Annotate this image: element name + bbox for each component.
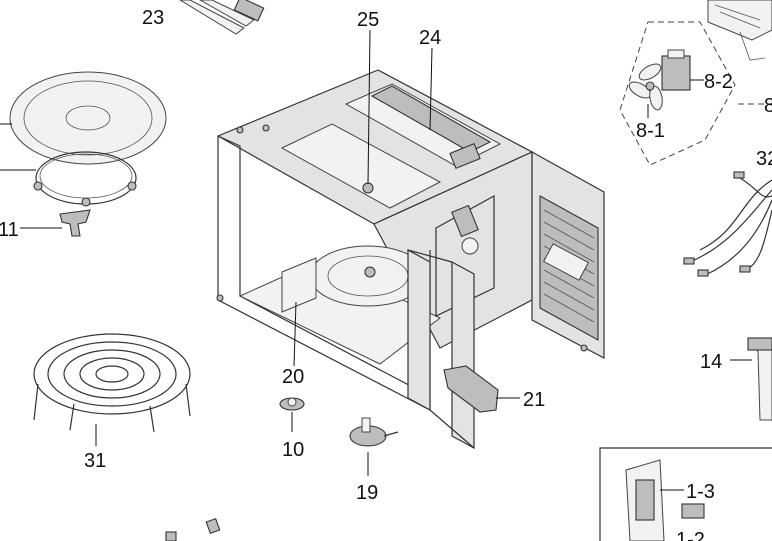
label-20: 20	[282, 366, 304, 388]
part-19-motor	[349, 417, 399, 476]
bottom-small-parts	[165, 517, 221, 541]
label-23: 23	[142, 7, 164, 29]
label-25: 25	[357, 9, 379, 31]
label-8-1: 8-1	[636, 120, 665, 142]
part-10-thermostat	[279, 397, 305, 432]
label-10: 10	[282, 439, 304, 461]
part-32-harness	[683, 171, 772, 277]
label-8: 8	[764, 95, 772, 117]
label-21: 21	[523, 389, 545, 411]
label-19: 19	[356, 482, 378, 504]
label-11: 11	[0, 219, 19, 241]
fan-blade	[628, 63, 663, 111]
part-11-coupler	[20, 209, 91, 237]
label-31: 31	[84, 450, 106, 472]
label-24: 24	[419, 27, 441, 49]
part-labels: 23 25 24 8-2 8-1 8 32 11 14 20 21 31 10 …	[0, 7, 772, 541]
label-32: 32	[756, 148, 772, 170]
label-1-3: 1-3	[686, 481, 715, 503]
part-23-rod	[179, 0, 265, 35]
label-14: 14	[700, 351, 722, 373]
turntable-tray	[0, 71, 167, 165]
label-1-2: 1-2	[676, 529, 705, 541]
roller-ring	[0, 151, 137, 207]
part-14-sensor	[730, 337, 772, 421]
label-8-2: 8-2	[704, 71, 733, 93]
microwave-cabinet	[216, 69, 605, 450]
inset-box	[599, 447, 772, 541]
vent-grille	[539, 195, 599, 341]
part-8-assembly	[619, 0, 772, 166]
part-31-rack	[33, 333, 191, 446]
leader-lines	[293, 29, 520, 399]
